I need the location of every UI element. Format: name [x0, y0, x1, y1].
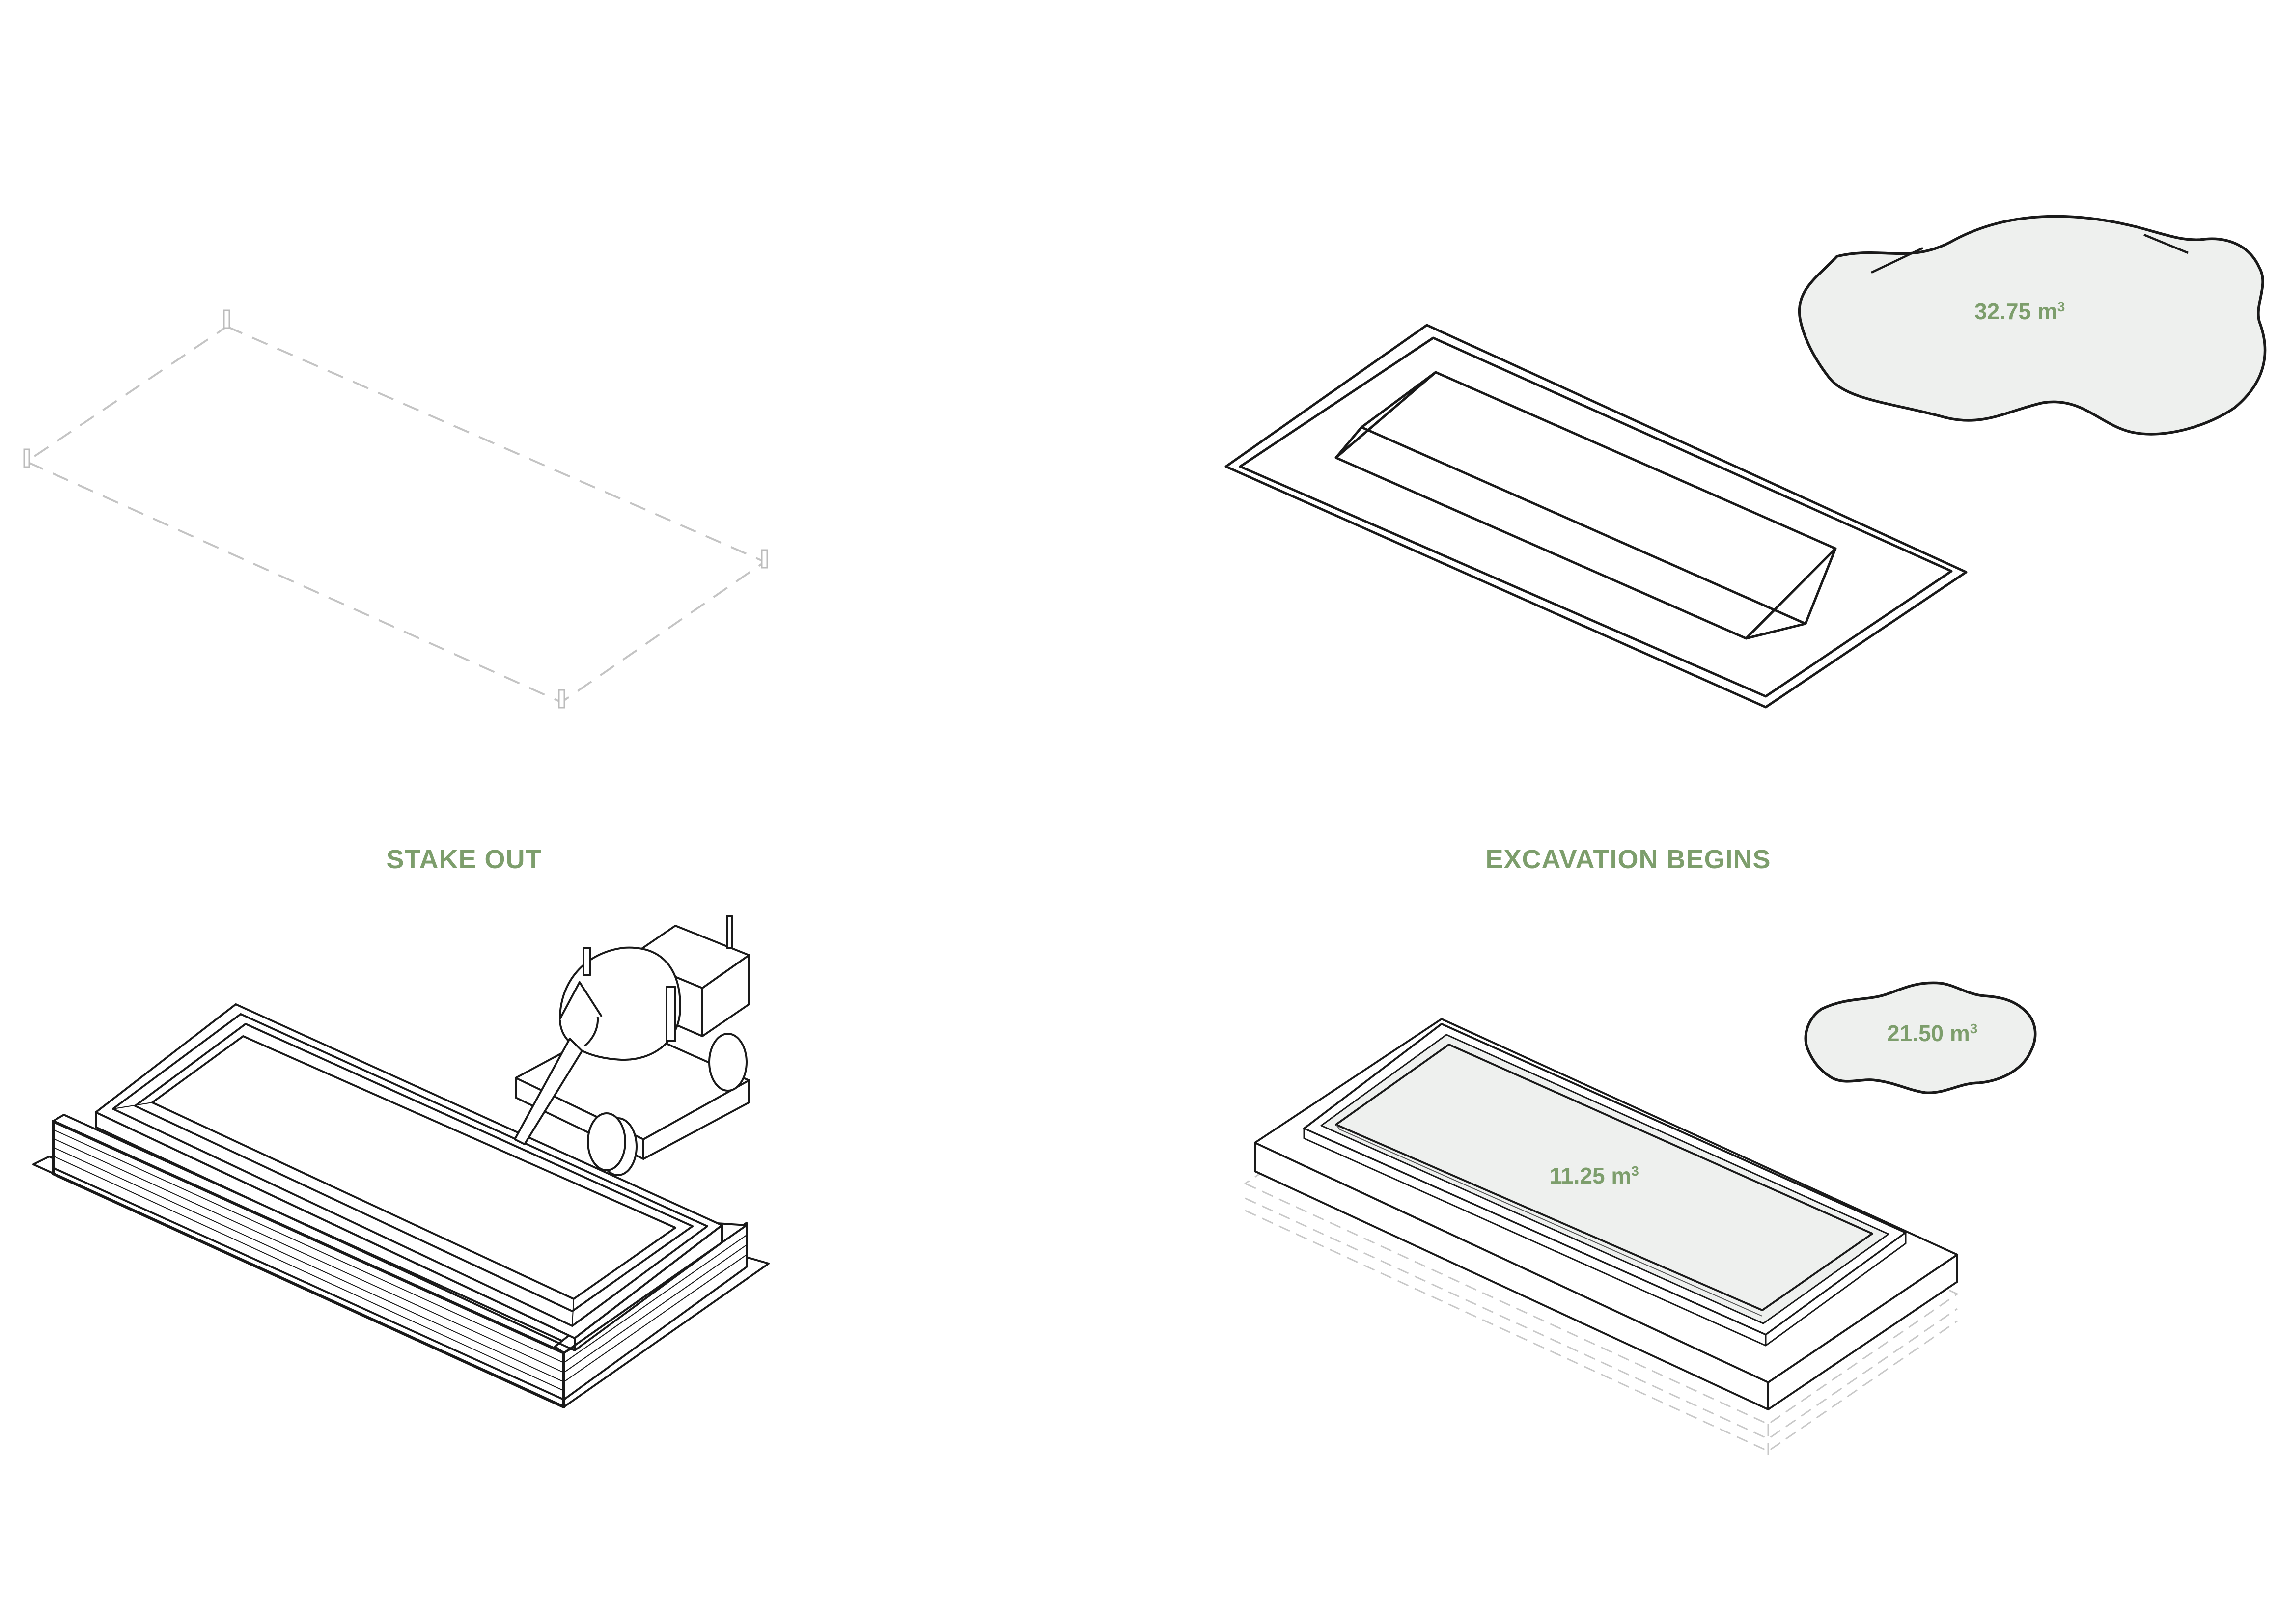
foundation-formwork	[32, 1003, 770, 1408]
soil-pile-1	[1798, 215, 2267, 436]
stake-out-plot	[24, 325, 767, 704]
excavation-pit	[1224, 324, 1968, 709]
step-title-excavation: EXCAVATION BEGINS	[1485, 845, 1771, 874]
concrete-mixer	[514, 915, 750, 1176]
soil-pile-2-volume: 21.50 m3	[1887, 1020, 1977, 1046]
soil-pile-1-volume: 32.75 m3	[1974, 299, 2065, 324]
poured-foundation	[1244, 1018, 1958, 1461]
stake-pegs	[23, 309, 768, 709]
soil-pile-2	[1804, 981, 2037, 1094]
step-title-stake-out: STAKE OUT	[387, 845, 542, 874]
foundation-pit-volume: 11.25 m3	[1550, 1163, 1639, 1188]
